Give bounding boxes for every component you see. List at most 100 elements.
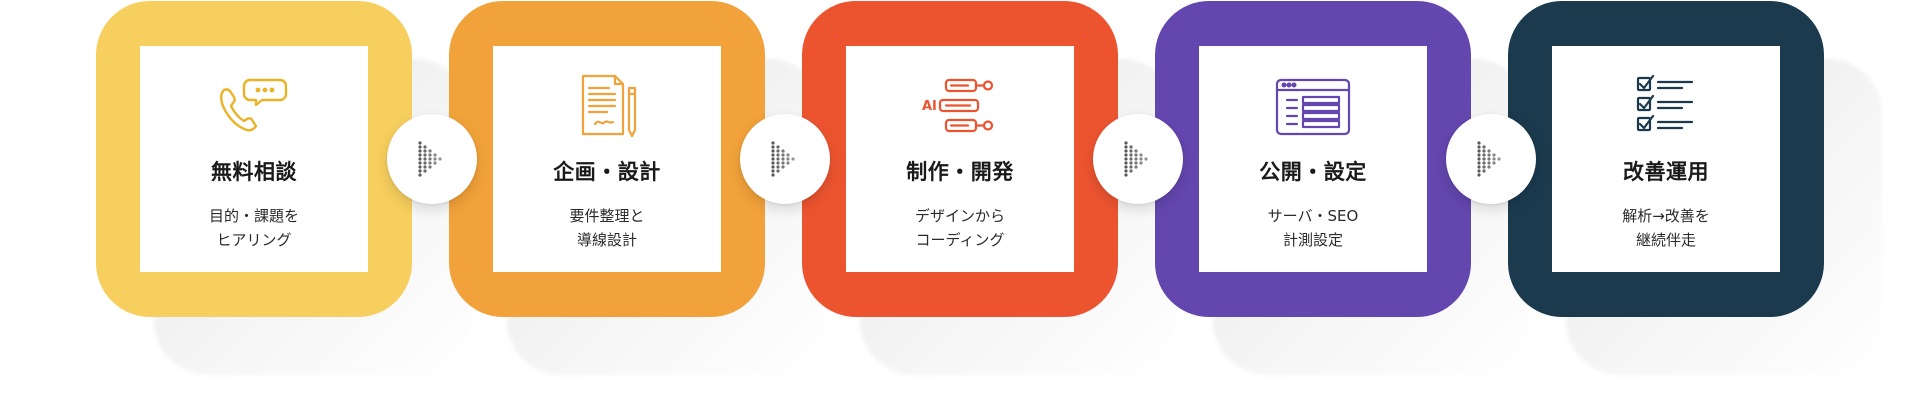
dotted-chevron-right-icon — [1446, 114, 1536, 204]
chevron-dot — [1487, 153, 1491, 157]
chevron-dot — [791, 157, 795, 161]
chevron-dot — [1477, 141, 1481, 145]
chevron-dot — [1129, 161, 1133, 165]
chevron-dot — [781, 161, 785, 165]
step-1-desc-line-2: ヒアリング — [216, 231, 292, 249]
chevron-dot — [1129, 169, 1133, 173]
chevron-dot — [771, 145, 775, 149]
chevron-dot — [428, 161, 432, 165]
chevron-dot — [423, 165, 427, 169]
step-1-description: 目的・課題を ヒアリング — [140, 204, 368, 252]
chevron-dot — [771, 153, 775, 157]
chevron-dot — [1129, 165, 1133, 169]
step-4-desc-line-2: 計測設定 — [1282, 231, 1343, 249]
chevron-dot — [428, 153, 432, 157]
chevron-dot — [771, 161, 775, 165]
chevron-dot — [423, 169, 427, 173]
dotted-chevron-right-icon — [740, 114, 830, 204]
chevron-dot — [1124, 165, 1128, 169]
chevron-dot — [1124, 157, 1128, 161]
chevron-dot — [418, 141, 422, 145]
chevron-dot — [771, 149, 775, 153]
chevron-dot — [781, 165, 785, 169]
step-3-card: AI 制作・開発 デザインから コーディング — [846, 46, 1074, 272]
chevron-dot — [418, 157, 422, 161]
dotted-chevron-right-icon — [387, 114, 477, 204]
chevron-dot — [776, 169, 780, 173]
chevron-dot — [776, 157, 780, 161]
step-2-description: 要件整理と 導線設計 — [493, 204, 721, 252]
chevron-dot — [1124, 149, 1128, 153]
step-4-desc-line-1: サーバ・SEO — [1267, 207, 1359, 225]
step-3-desc-line-1: デザインから — [914, 207, 1005, 225]
chevron-dot — [1124, 161, 1128, 165]
chevron-dot — [418, 161, 422, 165]
step-1-title: 無料相談 — [211, 160, 297, 184]
chevron-dot — [1492, 161, 1496, 165]
step-2-desc-line-1: 要件整理と — [569, 207, 645, 225]
chevron-dot — [1482, 153, 1486, 157]
chevron-dot — [1124, 153, 1128, 157]
chevron-dot — [1482, 149, 1486, 153]
chevron-dot — [776, 149, 780, 153]
chevron-dot — [1482, 161, 1486, 165]
chevron-dot — [771, 141, 775, 145]
step-4-card: 公開・設定 サーバ・SEO 計測設定 — [1199, 46, 1427, 272]
phone-chat-icon — [214, 72, 294, 138]
chevron-dot — [771, 173, 775, 177]
chevron-dot — [433, 161, 437, 165]
chevron-dot — [423, 157, 427, 161]
document-pen-icon — [567, 72, 647, 138]
ai-flow-icon: AI — [920, 72, 1000, 138]
chevron-dot — [1134, 153, 1138, 157]
chevron-dot — [428, 157, 432, 161]
chevron-dot — [1129, 153, 1133, 157]
step-5-title: 改善運用 — [1623, 160, 1709, 184]
step-5-tile: 改善運用 解析→改善を 継続伴走 — [1508, 1, 1824, 317]
chevron-dot — [1477, 153, 1481, 157]
step-2-tile: 企画・設計 要件整理と 導線設計 — [449, 1, 765, 317]
dotted-chevron-glyph — [1124, 141, 1148, 177]
chevron-dot — [1482, 169, 1486, 173]
chevron-dot — [786, 157, 790, 161]
dotted-chevron-glyph — [418, 141, 442, 177]
chevron-dot — [418, 165, 422, 169]
chevron-dot — [776, 153, 780, 157]
chevron-dot — [771, 169, 775, 173]
step-1-desc-line-1: 目的・課題を — [208, 207, 299, 225]
chevron-dot — [776, 165, 780, 169]
chevron-dot — [781, 157, 785, 161]
chevron-dot — [433, 157, 437, 161]
chevron-dot — [1487, 157, 1491, 161]
chevron-dot — [786, 153, 790, 157]
chevron-dot — [423, 145, 427, 149]
dotted-chevron-glyph — [1477, 141, 1501, 177]
step-4-tile: 公開・設定 サーバ・SEO 計測設定 — [1155, 1, 1471, 317]
dotted-chevron-glyph — [771, 141, 795, 177]
chevron-dot — [1477, 169, 1481, 173]
step-3-description: デザインから コーディング — [846, 204, 1074, 252]
chevron-dot — [1482, 157, 1486, 161]
chevron-dot — [776, 161, 780, 165]
step-2-title: 企画・設計 — [553, 160, 661, 184]
chevron-dot — [428, 165, 432, 169]
chevron-dot — [1492, 153, 1496, 157]
chevron-dot — [1129, 157, 1133, 161]
chevron-dot — [1482, 165, 1486, 169]
chevron-dot — [1139, 153, 1143, 157]
chevron-dot — [1124, 141, 1128, 145]
step-2-card: 企画・設計 要件整理と 導線設計 — [493, 46, 721, 272]
chevron-dot — [423, 161, 427, 165]
step-3-desc-line-2: コーディング — [915, 231, 1005, 249]
chevron-dot — [1134, 165, 1138, 169]
chevron-dot — [418, 145, 422, 149]
chevron-dot — [776, 145, 780, 149]
chevron-dot — [771, 157, 775, 161]
chevron-dot — [1144, 157, 1148, 161]
chevron-dot — [1139, 157, 1143, 161]
chevron-dot — [418, 149, 422, 153]
step-4-title: 公開・設定 — [1259, 160, 1367, 184]
chevron-dot — [1487, 161, 1491, 165]
chevron-dot — [1497, 157, 1501, 161]
chevron-dot — [418, 173, 422, 177]
